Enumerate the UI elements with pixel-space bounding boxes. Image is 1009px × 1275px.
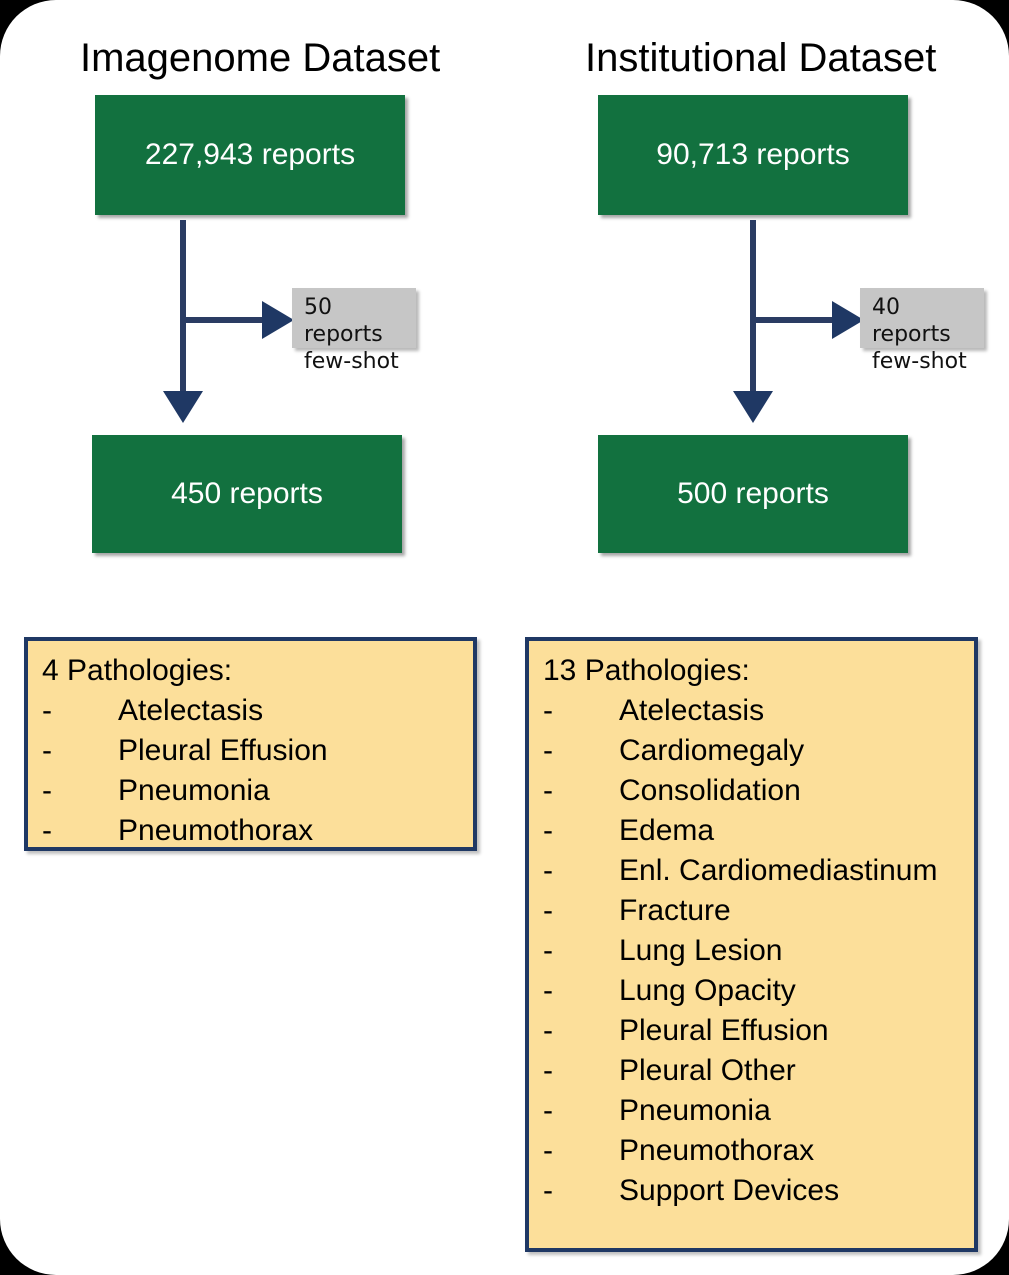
pathology-item: - Pleural Effusion (543, 1011, 974, 1051)
result-box-label-imagenome: 450 reports (171, 477, 323, 510)
source-box-institutional: 90,713 reports (598, 95, 908, 215)
bullet-dash: - (543, 694, 553, 727)
pathology-item: - Cardiomegaly (543, 731, 974, 771)
fewshot-line2-institutional: few-shot (872, 349, 967, 374)
pathology-label: Fracture (619, 894, 731, 927)
bullet-dash: - (42, 774, 52, 807)
pathology-label: Atelectasis (118, 694, 264, 727)
pathology-item: - Pleural Effusion (42, 731, 473, 771)
pathology-item: - Lung Opacity (543, 971, 974, 1011)
pathology-label: Pneumonia (619, 1094, 771, 1127)
bullet-dash: - (42, 814, 52, 847)
pathology-label: Enl. Cardiomediastinum (619, 854, 938, 887)
pathology-item: - Edema (543, 811, 974, 851)
bullet-dash: - (42, 694, 52, 727)
pathology-item: - Atelectasis (543, 691, 974, 731)
bullet-dash: - (543, 854, 553, 887)
pathology-label: Atelectasis (619, 694, 765, 727)
pathology-item: - Pneumothorax (42, 811, 473, 851)
fewshot-box-imagenome: 50 reports few-shot (292, 288, 416, 374)
flow-arrows-imagenome (163, 220, 294, 423)
pathology-label: Lung Opacity (619, 974, 796, 1007)
result-box-label-institutional: 500 reports (677, 477, 829, 510)
arrow-head-down-imagenome (163, 391, 203, 423)
pathology-heading-institutional: 13 Pathologies: (543, 654, 750, 687)
arrow-head-right-imagenome (262, 301, 294, 339)
arrow-head-right-institutional (832, 301, 864, 339)
bullet-dash: - (543, 934, 553, 967)
bullet-dash: - (543, 814, 553, 847)
pathology-item: - Pneumothorax (543, 1131, 974, 1171)
result-box-imagenome: 450 reports (92, 435, 402, 553)
pathology-label: Consolidation (619, 774, 801, 807)
pathology-item: - Pneumonia (42, 771, 473, 811)
pathology-item: - Lung Lesion (543, 931, 974, 971)
bullet-dash: - (543, 774, 553, 807)
pathology-box-imagenome: 4 Pathologies: - Atelectasis - Pleural E… (24, 637, 477, 851)
flow-arrows-institutional (733, 220, 864, 423)
fewshot-line2-imagenome: few-shot (304, 349, 399, 374)
bullet-dash: - (543, 1134, 553, 1167)
pathology-item: - Pneumonia (543, 1091, 974, 1131)
pathology-item: - Pleural Other (543, 1051, 974, 1091)
bullet-dash: - (543, 1054, 553, 1087)
pathology-label: Pleural Effusion (619, 1014, 829, 1047)
bullet-dash: - (42, 734, 52, 767)
bullet-dash: - (543, 1094, 553, 1127)
pathology-label: Pneumothorax (619, 1134, 815, 1167)
bullet-dash: - (543, 1014, 553, 1047)
source-box-label-institutional: 90,713 reports (656, 138, 850, 171)
pathology-item: - Atelectasis (42, 691, 473, 731)
pathology-item: - Fracture (543, 891, 974, 931)
bullet-dash: - (543, 1174, 553, 1207)
pathology-item: - Consolidation (543, 771, 974, 811)
column-title-imagenome: Imagenome Dataset (80, 36, 441, 80)
pathology-label: Edema (619, 814, 715, 847)
fewshot-line1-imagenome: 50 reports (304, 295, 383, 347)
pathology-box-institutional: 13 Pathologies: - Atelectasis - Cardiome… (525, 637, 978, 1252)
pathology-label: Pleural Effusion (118, 734, 328, 767)
pathology-label: Pleural Other (619, 1054, 796, 1087)
pathology-label: Pneumothorax (118, 814, 314, 847)
pathology-heading-imagenome: 4 Pathologies: (42, 654, 233, 687)
result-box-institutional: 500 reports (598, 435, 908, 553)
bullet-dash: - (543, 734, 553, 767)
pathology-item: - Support Devices (543, 1171, 974, 1211)
pathology-label: Lung Lesion (619, 934, 783, 967)
fewshot-box-institutional: 40 reports few-shot (860, 288, 984, 374)
fewshot-line1-institutional: 40 reports (872, 295, 951, 347)
pathology-label: Cardiomegaly (619, 734, 805, 767)
bullet-dash: - (543, 894, 553, 927)
column-title-institutional: Institutional Dataset (585, 36, 937, 80)
pathology-label: Support Devices (619, 1174, 840, 1207)
source-box-imagenome: 227,943 reports (95, 95, 405, 215)
pathology-label: Pneumonia (118, 774, 270, 807)
pathology-item: - Enl. Cardiomediastinum (543, 851, 974, 891)
bullet-dash: - (543, 974, 553, 1007)
arrow-head-down-institutional (733, 391, 773, 423)
source-box-label-imagenome: 227,943 reports (144, 138, 356, 171)
